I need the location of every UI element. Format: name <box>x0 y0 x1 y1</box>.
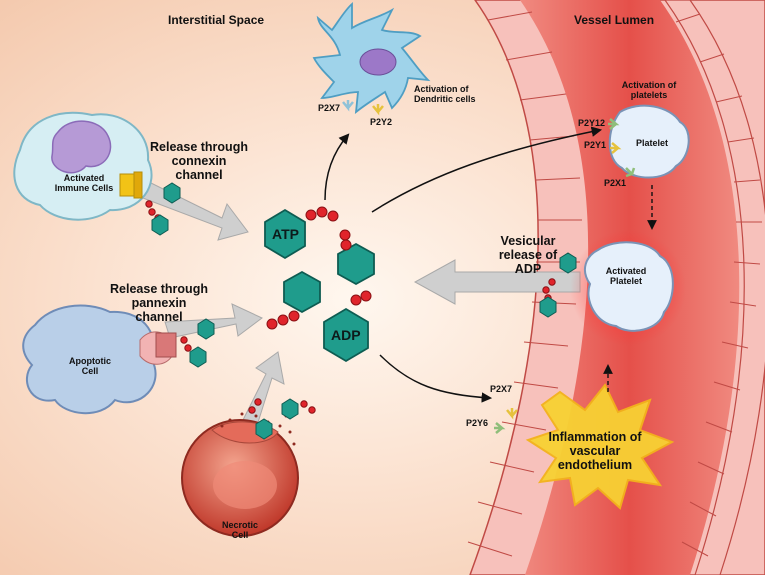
label-dendritic-activation: Activation of Dendritic cells <box>414 84 476 105</box>
arrow-vesicular <box>413 259 581 305</box>
arrow-to-platelet <box>371 126 603 213</box>
small-nucleotides <box>145 182 577 440</box>
arrow-connexin <box>134 179 249 241</box>
label-p2y2: P2Y2 <box>370 117 393 127</box>
platelet <box>608 104 690 179</box>
label-apoptotic-cell: Apoptotic Cell <box>69 356 111 377</box>
necrotic-cell <box>181 412 299 537</box>
activated-platelet <box>570 230 686 346</box>
label-vessel-lumen: Vessel Lumen <box>574 13 655 27</box>
dendritic-cell <box>312 2 431 115</box>
arrow-to-receptors <box>379 354 493 403</box>
apoptotic-cell <box>22 304 177 415</box>
arrow-pannexin <box>164 303 263 339</box>
label-necrotic-cell: Necrotic Cell <box>221 520 258 541</box>
label-immune-cells: Activated Immune Cells <box>54 173 114 194</box>
immune-cell <box>13 111 153 221</box>
label-interstitial-space: Interstitial Space <box>168 13 265 27</box>
nucleotide-atp <box>264 206 339 260</box>
nucleotide-hex <box>337 229 375 286</box>
label-adp: ADP <box>331 327 361 343</box>
label-p2y6: P2Y6 <box>466 418 489 428</box>
nucleotide-hex <box>266 270 321 330</box>
label-pannexin: Release through pannexin channel <box>110 282 208 324</box>
label-activated-platelet: Activated Platelet <box>605 266 647 287</box>
label-p2y12: P2Y12 <box>578 118 606 128</box>
label-platelet-activation: Activation of platelets <box>621 80 677 101</box>
label-inflammation: Inflammation of vascular endothelium <box>548 430 642 472</box>
label-p2x7-endothelium: P2X7 <box>490 384 513 394</box>
label-p2x1: P2X1 <box>604 178 627 188</box>
label-p2y1: P2Y1 <box>584 140 607 150</box>
inflammation-burst <box>525 383 675 510</box>
label-vesicular-release: Vesicular release of ADP <box>498 234 558 276</box>
label-connexin: Release through connexin channel <box>150 140 248 182</box>
label-atp: ATP <box>272 226 299 242</box>
receptors <box>342 100 636 434</box>
label-p2x7-dendritic: P2X7 <box>318 103 341 113</box>
label-platelet: Platelet <box>636 138 669 148</box>
arrow-to-dendritic <box>324 133 350 201</box>
endothelial-cells <box>467 11 762 557</box>
nucleotide-adp <box>323 290 372 363</box>
